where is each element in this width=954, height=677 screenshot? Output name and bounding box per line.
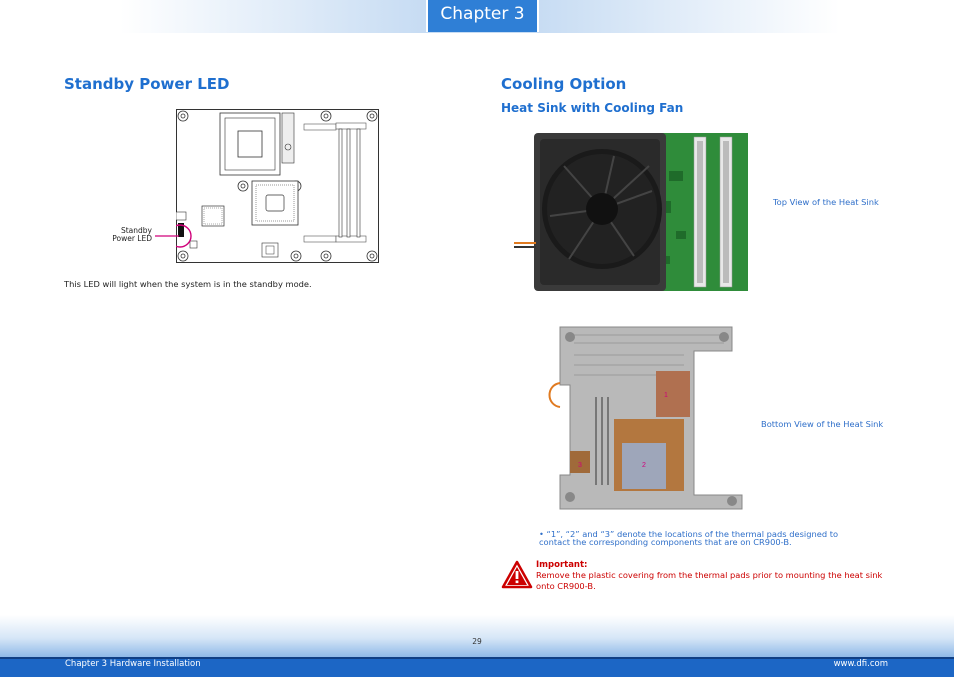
led-description: This LED will light when the system is i… (64, 279, 312, 289)
led-label: Standby Power LED (100, 227, 152, 243)
chapter-tab: Chapter 3 (426, 0, 539, 32)
footer-gradient (0, 615, 954, 657)
pad-label-1: 1 (664, 392, 668, 399)
important-title: Important: (536, 560, 588, 570)
pad-label-2: 2 (642, 462, 646, 469)
board-diagram (176, 109, 379, 263)
important-text: Remove the plastic covering from the the… (536, 570, 883, 591)
led-marker-circle (176, 224, 192, 248)
heat-sink-top-photo (514, 133, 748, 291)
led-pointer (155, 235, 179, 237)
thermal-pad-note: • “1”, “2” and “3” denote the locations … (539, 529, 839, 547)
footer-bar (0, 657, 954, 677)
cooling-option-title: Cooling Option (501, 75, 627, 93)
heat-sink-bottom-photo: 1 2 3 (548, 326, 743, 510)
led-label-line2: Power LED (112, 234, 152, 243)
heat-sink-subtitle: Heat Sink with Cooling Fan (501, 101, 684, 115)
pad-label-3: 3 (578, 462, 582, 469)
led-label-line1: Standby (120, 226, 152, 235)
standby-led-title: Standby Power LED (64, 75, 230, 93)
bottom-view-caption: Bottom View of the Heat Sink (761, 419, 884, 429)
warning-icon (501, 560, 533, 589)
page-number: 29 (472, 637, 482, 646)
footer-url: www.dfi.com (833, 659, 888, 669)
footer-chapter-text: Chapter 3 Hardware Installation (65, 659, 201, 669)
top-view-caption: Top View of the Heat Sink (773, 197, 879, 207)
